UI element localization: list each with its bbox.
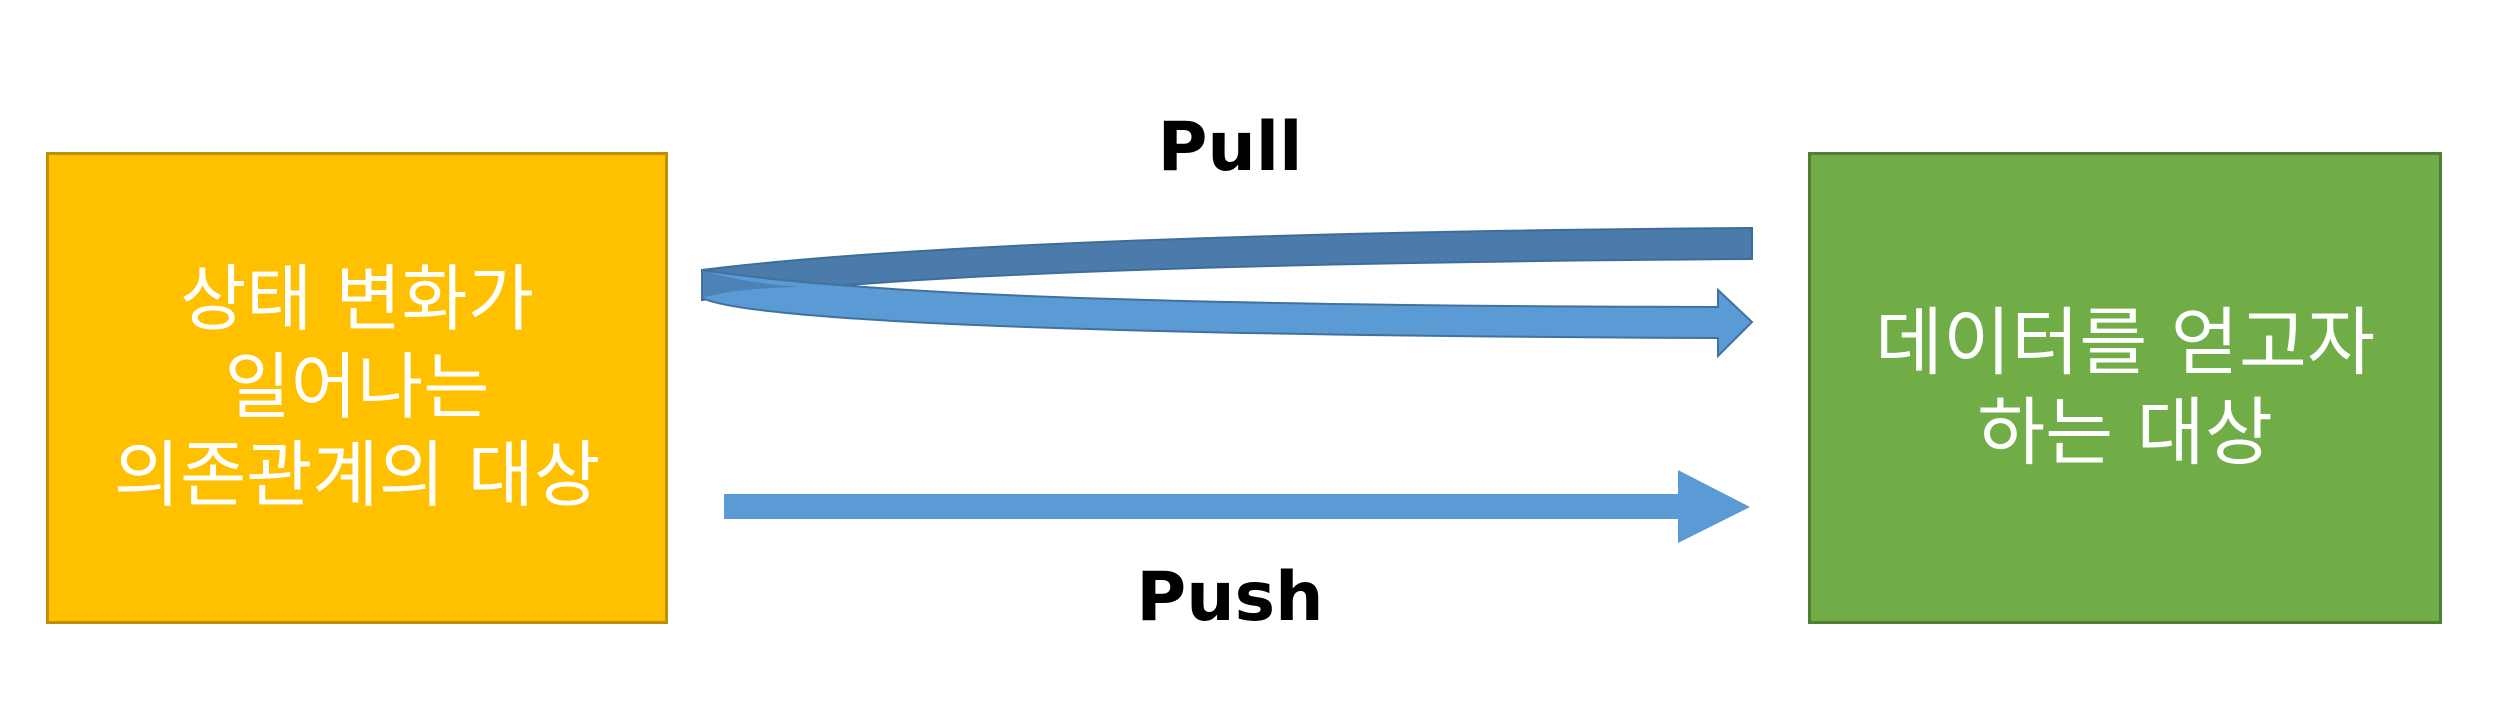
pull-arrow-back-band bbox=[701, 226, 1753, 302]
push-arrow-shape bbox=[724, 470, 1750, 543]
pull-label: Pull bbox=[1157, 108, 1303, 187]
pull-arrow-icon bbox=[701, 226, 1754, 359]
push-label: Push bbox=[1136, 558, 1324, 637]
target-box-text: 데이터를 얻고자 하는 대상 bbox=[1874, 299, 2376, 476]
push-arrow-icon bbox=[724, 470, 1750, 543]
pull-arrow-forward-band bbox=[701, 268, 1754, 359]
pull-arrow-fold bbox=[702, 270, 800, 298]
target-box: 데이터를 얻고자 하는 대상 bbox=[1808, 152, 2442, 624]
source-box: 상태 변화가 일어나는 의존관계의 대상 bbox=[46, 152, 668, 624]
source-box-text: 상태 변화가 일어나는 의존관계의 대상 bbox=[113, 257, 601, 517]
